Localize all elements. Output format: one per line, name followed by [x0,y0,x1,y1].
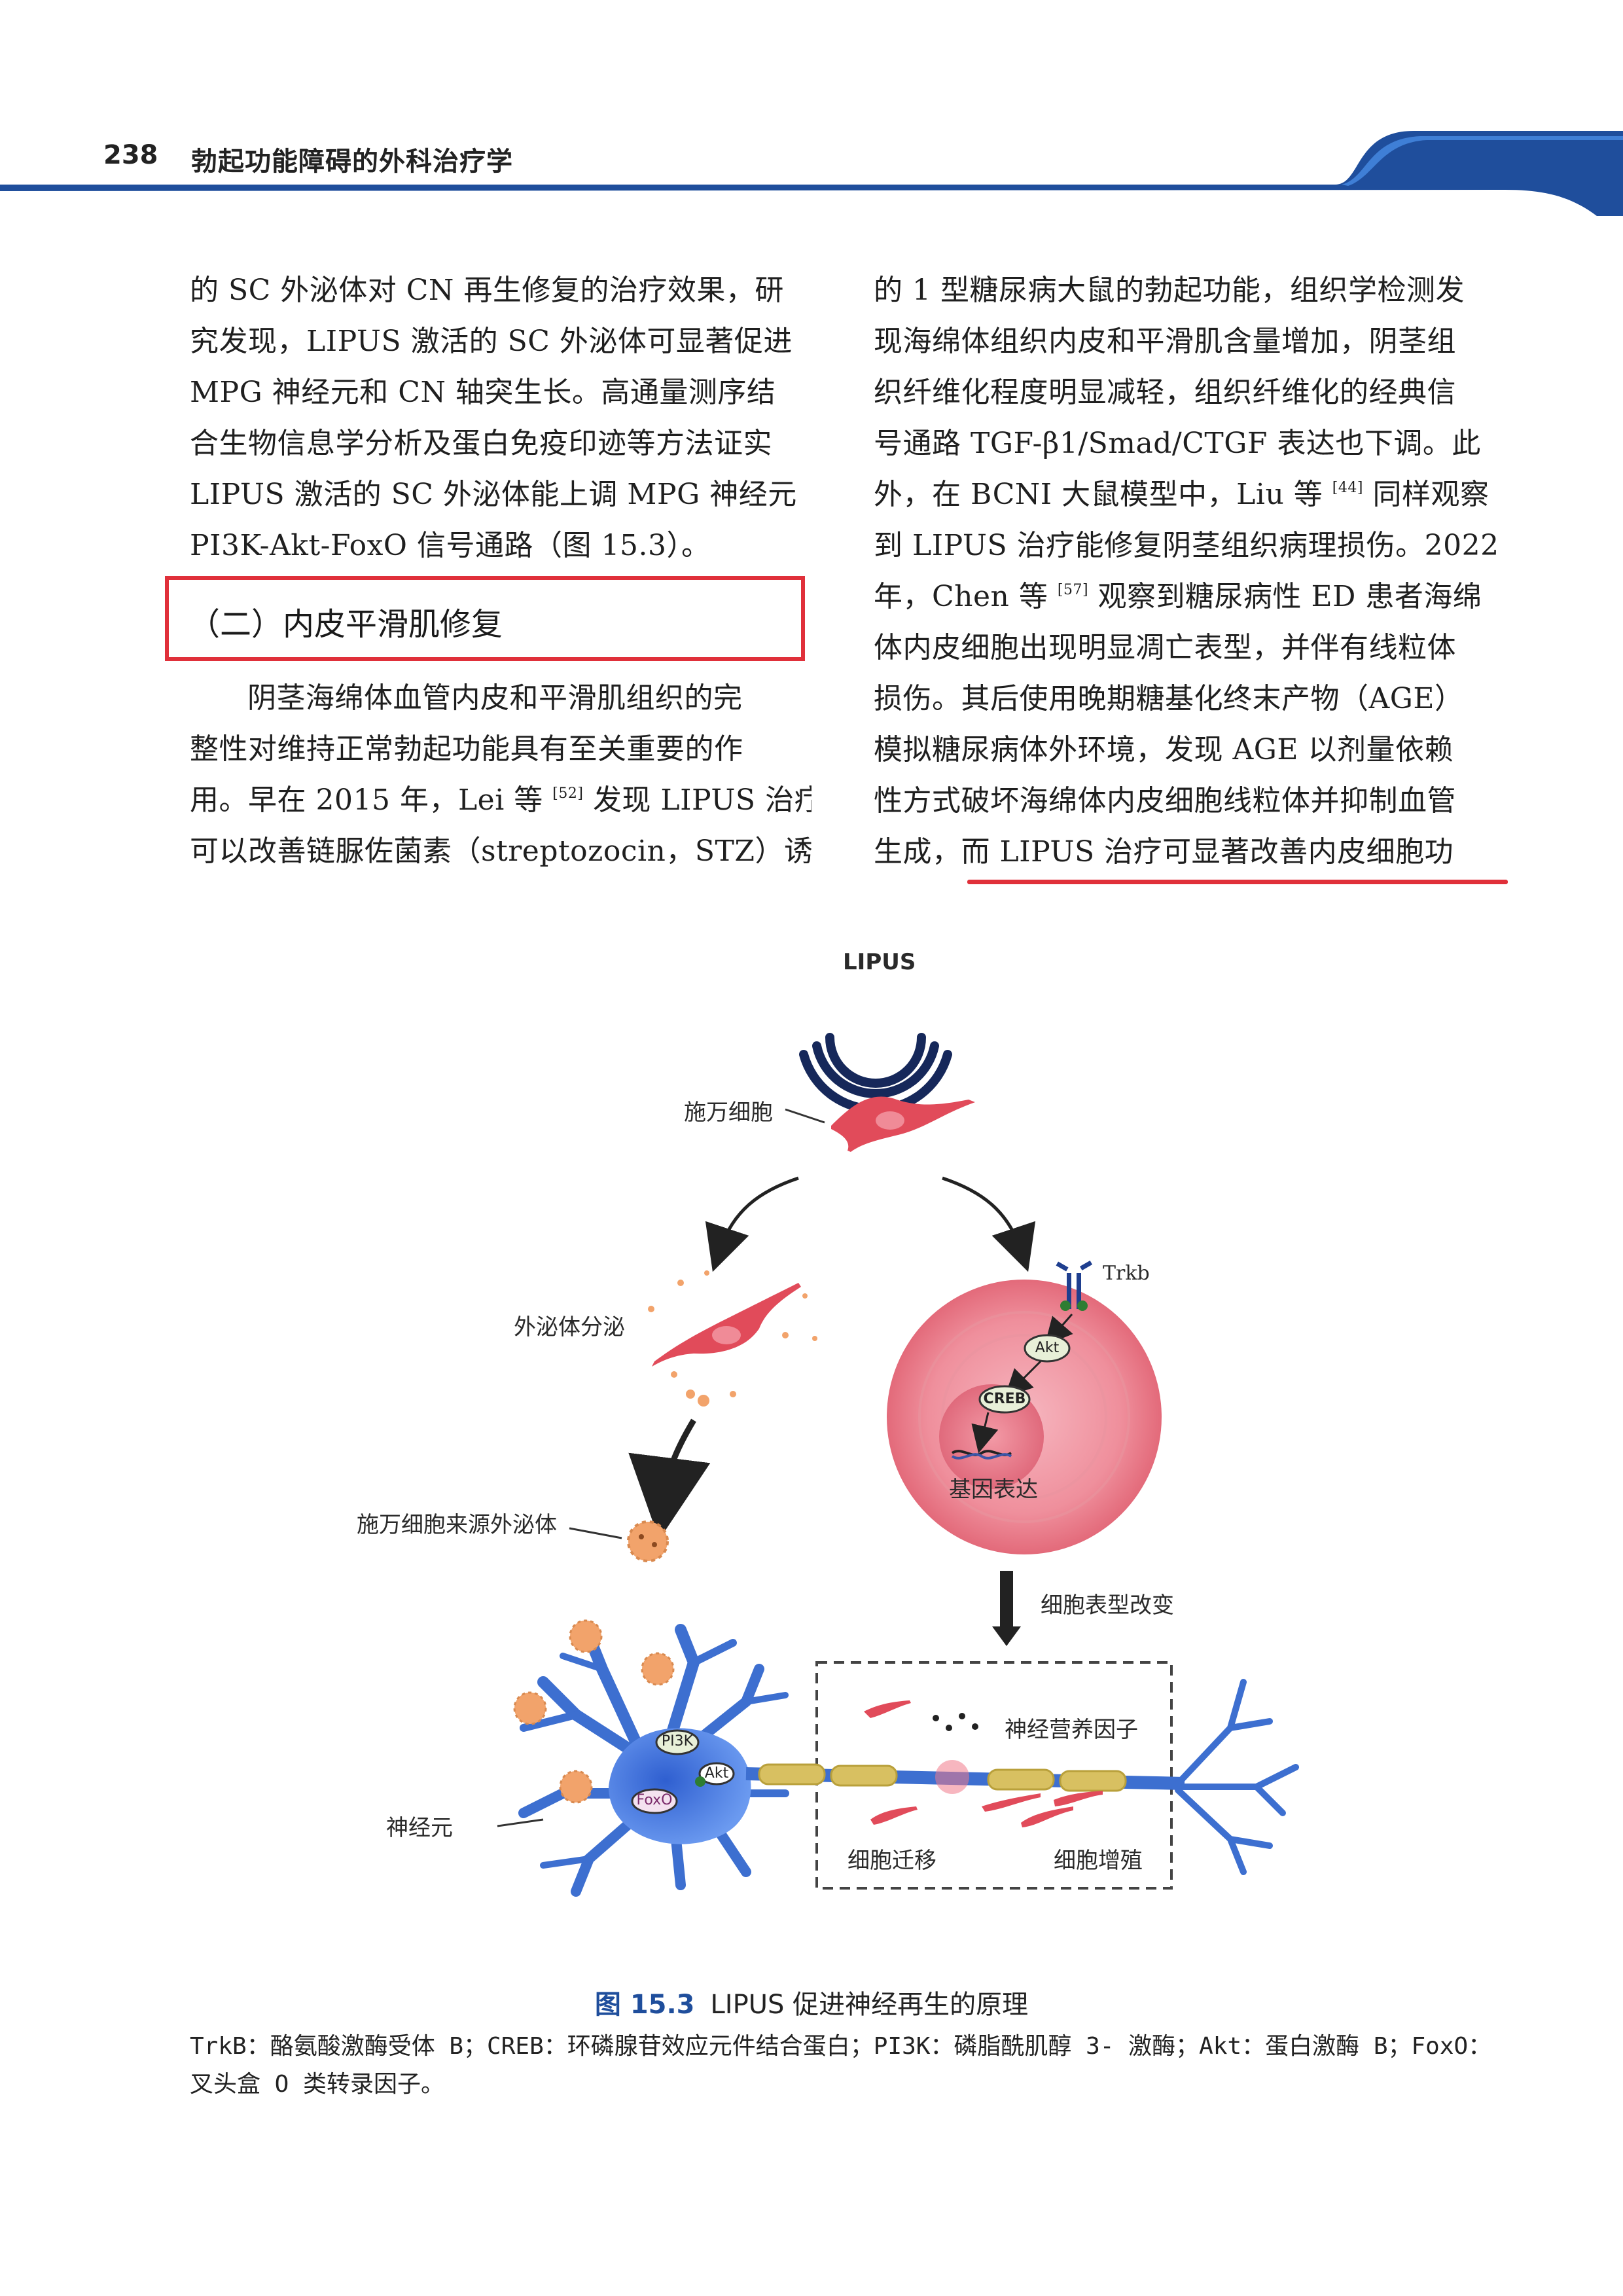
creb-node [978,1385,1031,1414]
figure-number: 图 15.3 [594,1990,695,2020]
neuron-soma [609,1728,751,1844]
body-line: 可以改善链脲佐菌素（streptozocin，STZ）诱导 [190,834,812,868]
sc-exosome-label: 施万细胞来源外泌体 [357,1512,557,1538]
text-run: 用。早在 2015 年，Lei 等 [190,783,543,817]
arrow-right [942,1176,1036,1272]
cell-proliferation-label: 细胞增殖 [1054,1848,1143,1874]
exosome-icon [569,1520,669,1562]
left-column-paragraph2: 阴茎海绵体血管内皮和平滑肌组织的完 整性对维持正常勃起功能具有至关重要的作 用。… [190,673,812,877]
body-line: MPG 神经元和 CN 轴突生长。高通量测序结 [190,376,776,409]
body-line: 现海绵体组织内皮和平滑肌含量增加，阴茎组 [874,325,1456,358]
text-run: 同样观察 [1372,478,1489,511]
body-line: 的 SC 外泌体对 CN 再生修复的治疗效果，研 [190,274,784,307]
left-column: 的 SC 外泌体对 CN 再生修复的治疗效果，研 究发现，LIPUS 激活的 S… [190,265,812,571]
cell-migration-label: 细胞迁移 [847,1848,936,1874]
target-cell-icon [887,1280,1162,1554]
arrow-akt-creb [1005,1360,1042,1397]
running-title: 勃起功能障碍的外科治疗学 [191,147,513,177]
neurotrophic-dots [933,1713,978,1731]
page-header: 238 勃起功能障碍的外科治疗学 [0,0,1623,216]
pi3k-node [655,1729,700,1755]
body-line: 究发现，LIPUS 激活的 SC 外泌体可显著促进 [190,325,793,358]
neuron-exosomes [513,1619,675,1804]
body-line: 织纤维化程度明显减轻，组织纤维化的经典信 [874,376,1456,409]
body-line: 性方式破坏海绵体内皮细胞线粒体并抑制血管 [874,784,1456,817]
body-line: 阴茎海绵体血管内皮和平滑肌组织的完 [247,681,743,715]
creb-label: CREB [983,1391,1026,1407]
arrow-trkb-akt [1044,1314,1073,1346]
citation: [44] [1332,480,1363,496]
migrating-cells [864,1700,1103,1827]
figure-caption-note: TrkB：酪氨酸激酶受体 B；CREB：环磷腺苷效应元件结合蛋白；PI3K：磷脂… [190,2033,1492,2098]
body-line: 的 1 型糖尿病大鼠的勃起功能，组织学检测发 [874,274,1465,307]
body-line: 到 LIPUS 治疗能修复阴茎组织病理损伤。2022 [874,529,1499,562]
text-run: 年，Chen 等 [874,580,1048,613]
body-line: 外，在 BCNI 大鼠模型中，Liu 等 [44] 同样观察 [874,469,1505,520]
pi3k-label: PI3K [661,1733,694,1749]
secreting-schwann-cell-icon [648,1270,817,1407]
highlight-underline [967,880,1508,884]
akt-neuron-label: Akt [704,1765,729,1782]
neuron-label: 神经元 [386,1815,453,1841]
body-line: 生成，而 LIPUS 治疗可显著改善内皮细胞功 [874,835,1454,869]
body-line: LIPUS 激活的 SC 外泌体能上调 MPG 神经元 [190,478,797,511]
body-line: 年，Chen 等 [57] 观察到糖尿病性 ED 患者海绵 [874,571,1505,622]
phenotype-change-label: 细胞表型改变 [1041,1592,1174,1619]
foxo-node [631,1788,678,1814]
citation: [57] [1057,582,1089,598]
exosome-secretion-label: 外泌体分泌 [514,1314,625,1340]
figure-diagram [497,1033,1299,1897]
figure-15-3: LIPUS 施万细胞 外泌体分泌 施万细胞来源外泌体 神经元 Trkb Akt … [327,942,1374,1937]
figure-title: LIPUS 促进神经再生的原理 [710,1990,1029,2020]
neurotrophic-factor-label: 神经营养因子 [1005,1717,1138,1743]
arrow-left [705,1176,799,1272]
myelin-sheath [758,1763,1127,1792]
phospho-dot [695,1776,705,1787]
text-run: 发现 LIPUS 治疗 [592,783,812,817]
foxo-label: FoxO [636,1792,673,1808]
axon-terminal [1175,1679,1299,1875]
trkb-label: Trkb [1103,1262,1150,1285]
header-band [0,131,1623,216]
phenotype-arrow [992,1571,1021,1646]
akt-node [1024,1334,1071,1363]
figure-caption-title: 图 15.3 LIPUS 促进神经再生的原理 [0,1983,1623,2021]
gene-expression-label: 基因表达 [949,1477,1038,1503]
body-line: 用。早在 2015 年，Lei 等 [52] 发现 LIPUS 治疗 [190,775,812,826]
body-line: 号通路 TGF-β1/Smad/CTGF 表达也下调。此 [874,427,1481,460]
section-heading: （二）内皮平滑肌修复 [188,606,503,643]
body-line: PI3K-Akt-FoxO 信号通路（图 15.3）。 [190,529,711,562]
injury-site [935,1760,969,1794]
body-line: 模拟糖尿病体外环境，发现 AGE 以剂量依赖 [874,733,1454,766]
neuron-pointer [497,1818,544,1827]
text-run: 外，在 BCNI 大鼠模型中，Liu 等 [874,478,1323,511]
schwann-cell-label: 施万细胞 [684,1100,773,1126]
body-line: 损伤。其后使用晚期糖基化终末产物（AGE） [874,682,1464,715]
akt-node-neuron [698,1762,735,1785]
body-line: 体内皮细胞出现明显凋亡表型，并伴有线粒体 [874,631,1456,664]
lipus-label: LIPUS [843,949,916,975]
trkb-receptor-icon [1056,1261,1093,1311]
right-column: 的 1 型糖尿病大鼠的勃起功能，组织学检测发 现海绵体组织内皮和平滑肌含量增加，… [874,265,1505,878]
akt-label: Akt [1035,1340,1060,1356]
section-heading-box: （二）内皮平滑肌修复 [165,576,805,661]
citation: [52] [552,785,584,802]
body-line: 整性对维持正常勃起功能具有至关重要的作 [190,732,743,766]
text-run: 观察到糖尿病性 ED 患者海绵 [1097,580,1482,613]
arrow-creb-dna [971,1412,999,1454]
arrow-down [628,1418,711,1540]
page-number: 238 [103,140,158,170]
schwann-cell-icon [785,1096,975,1152]
body-line: 合生物信息学分析及蛋白免疫印迹等方法证实 [190,427,772,460]
